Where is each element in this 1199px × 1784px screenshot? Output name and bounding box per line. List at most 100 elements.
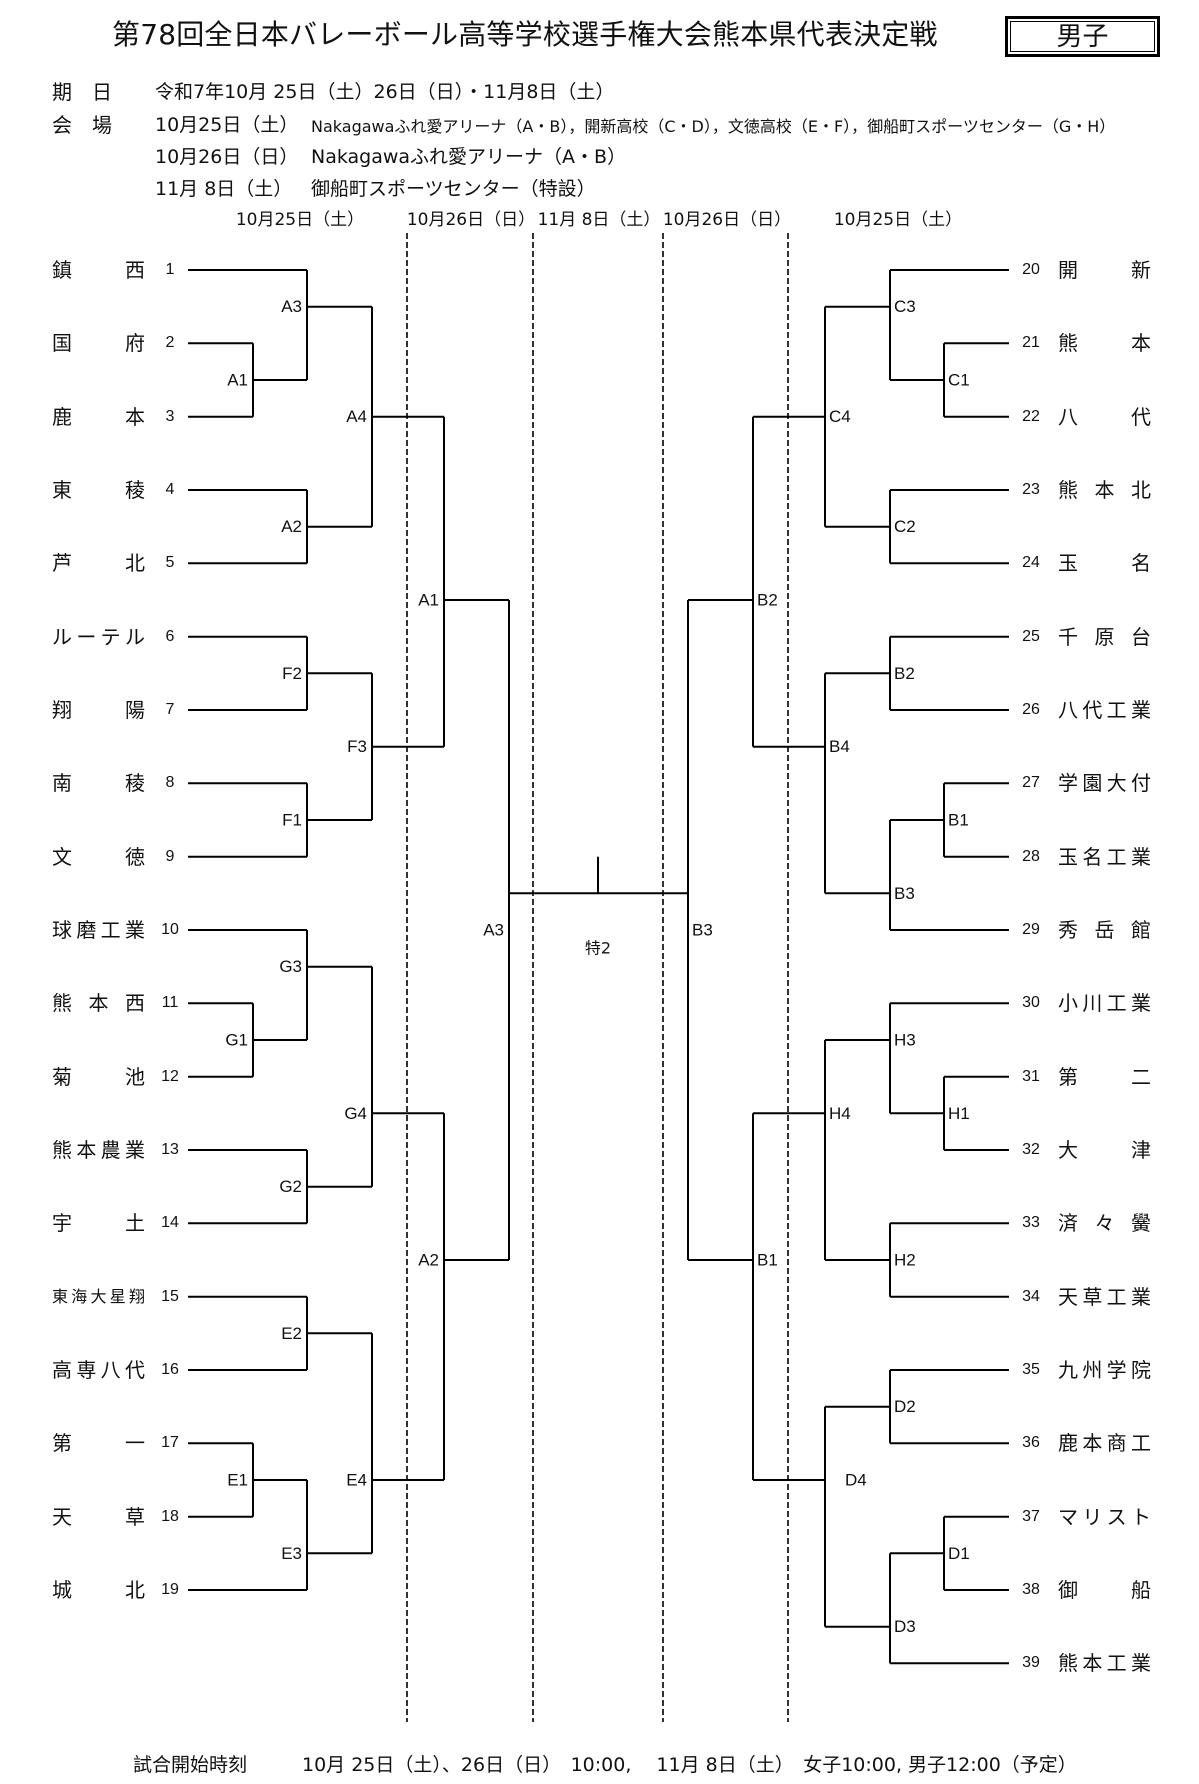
team-name-char: 業 <box>124 1138 145 1162</box>
match-label: E1 <box>227 1471 248 1490</box>
team-name: 玉名工業 <box>1058 845 1151 869</box>
team-row: 大 津 32 <box>0 1138 1199 1162</box>
team-name-char: 館 <box>1131 918 1151 942</box>
team-name-char: 八 <box>1058 698 1078 722</box>
match-B1: B1 <box>752 1112 825 1481</box>
match-label: C4 <box>829 407 851 426</box>
round-date-right-r4: 10月26日（日） <box>662 210 792 230</box>
team-name-char: 熊 <box>52 1138 72 1162</box>
team-seed-number: 27 <box>1022 774 1040 792</box>
team-seed-number: 7 <box>165 701 175 718</box>
team-name-char: 業 <box>124 918 145 942</box>
team-name-char: 熊 <box>1058 1651 1078 1676</box>
team-name-char: 東 <box>52 478 72 502</box>
team-name: 南稜 <box>52 771 145 795</box>
bracket-connector <box>889 1552 1009 1665</box>
team-name-char: 南 <box>52 771 72 796</box>
team-seed-number: 1 <box>165 261 175 278</box>
team-name-char: 本 <box>1131 331 1151 356</box>
team-name: 熊本西 <box>52 991 145 1015</box>
team-name-char: 第 <box>1058 1064 1078 1089</box>
team-name-char: 玉 <box>1058 844 1078 869</box>
match-label: B1 <box>948 811 969 830</box>
team-name-char: 一 <box>125 1431 145 1456</box>
team-name-char: 高 <box>52 1358 72 1382</box>
team-name: 熊本工業 <box>1058 1651 1151 1675</box>
team-name-char: 業 <box>1130 1284 1151 1309</box>
team-name-char: 熊 <box>1058 331 1078 356</box>
match-label: B3 <box>894 884 915 903</box>
match-label: A3 <box>483 921 504 940</box>
match-B4: B4 <box>824 672 890 895</box>
team-seed-number: 29 <box>1022 921 1040 938</box>
round-date-final: 11月 8日（土） <box>537 210 661 230</box>
team-seed-number: 6 <box>165 627 175 645</box>
team-seed-number: 4 <box>165 481 175 498</box>
venue-place: Nakagawaふれ愛アリーナ（A・B），開新高校（C・D），文徳高校（E・F）… <box>311 117 1116 136</box>
team-name: 翔陽 <box>52 698 145 722</box>
bracket-connector <box>188 269 308 381</box>
match-B3: B3 <box>889 819 1009 931</box>
match-B3: B3 <box>687 599 753 1261</box>
match-F3: F3 <box>307 672 373 821</box>
venue-date: 10月26日（日） <box>155 146 299 168</box>
team-name-char: 川 <box>1082 991 1103 1016</box>
team-name: 済々黌 <box>1058 1211 1151 1235</box>
venue-label: 会 場 <box>52 113 112 137</box>
team-name-char: 磨 <box>76 918 97 942</box>
match-label: H2 <box>894 1251 916 1270</box>
team-name: 鎮西 <box>52 258 145 282</box>
team-name-char: 代 <box>1131 404 1151 429</box>
team-name: 秀岳館 <box>1058 918 1151 942</box>
team-name-char: 船 <box>1131 1578 1151 1602</box>
team-name-char: 院 <box>1130 1358 1151 1382</box>
team-seed-number: 20 <box>1022 261 1040 278</box>
match-label: D3 <box>894 1617 916 1636</box>
team-name-char: 鹿 <box>1058 1431 1078 1456</box>
team-name-char: 本 <box>1082 1431 1103 1456</box>
bracket-connector <box>372 1112 445 1481</box>
team-name-char: 第 <box>52 1431 72 1456</box>
team-name-char: 代 <box>124 1358 145 1382</box>
final-match-label: 特2 <box>585 939 611 958</box>
match-label: A2 <box>418 1251 439 1270</box>
match-label: G3 <box>279 957 302 976</box>
bracket-connector <box>444 599 510 1261</box>
category-badge: 男子 <box>1005 16 1160 57</box>
match-label: A1 <box>227 371 248 390</box>
bracket-connector <box>188 929 308 1041</box>
bracket-connector <box>889 819 1009 931</box>
team-name-char: 津 <box>1131 1138 1151 1162</box>
team-name-char: 業 <box>1130 698 1151 722</box>
team-name-char: 翔 <box>52 698 72 722</box>
team-name-char: 大 <box>90 1286 107 1306</box>
match-F2: F2 <box>188 635 308 711</box>
team-name-char: 工 <box>1106 698 1127 722</box>
match-label: A1 <box>418 591 439 610</box>
team-name: ルーテル <box>52 625 145 649</box>
match-label: F2 <box>282 664 302 683</box>
team-seed-number: 36 <box>1022 1434 1040 1452</box>
match-G4: G4 <box>307 965 373 1188</box>
team-name-char: 学 <box>1058 771 1078 796</box>
team-seed-number: 32 <box>1022 1141 1040 1158</box>
team-name-char: 名 <box>1131 551 1151 576</box>
team-name: 玉名 <box>1058 551 1151 575</box>
team-name: 天草 <box>52 1505 145 1529</box>
team-name-char: 本 <box>125 404 145 429</box>
team-name-char: ル <box>52 624 72 649</box>
team-name-char: 北 <box>1131 478 1151 502</box>
match-B2: B2 <box>752 415 825 748</box>
bracket-connector <box>752 415 825 748</box>
footer-text: 10月 25日（土）、26日（日） 10:00, 11月 8日（土） 女子10:… <box>302 1754 1077 1776</box>
team-name-char: ル <box>124 624 145 649</box>
team-name-char: 大 <box>1058 1138 1078 1162</box>
